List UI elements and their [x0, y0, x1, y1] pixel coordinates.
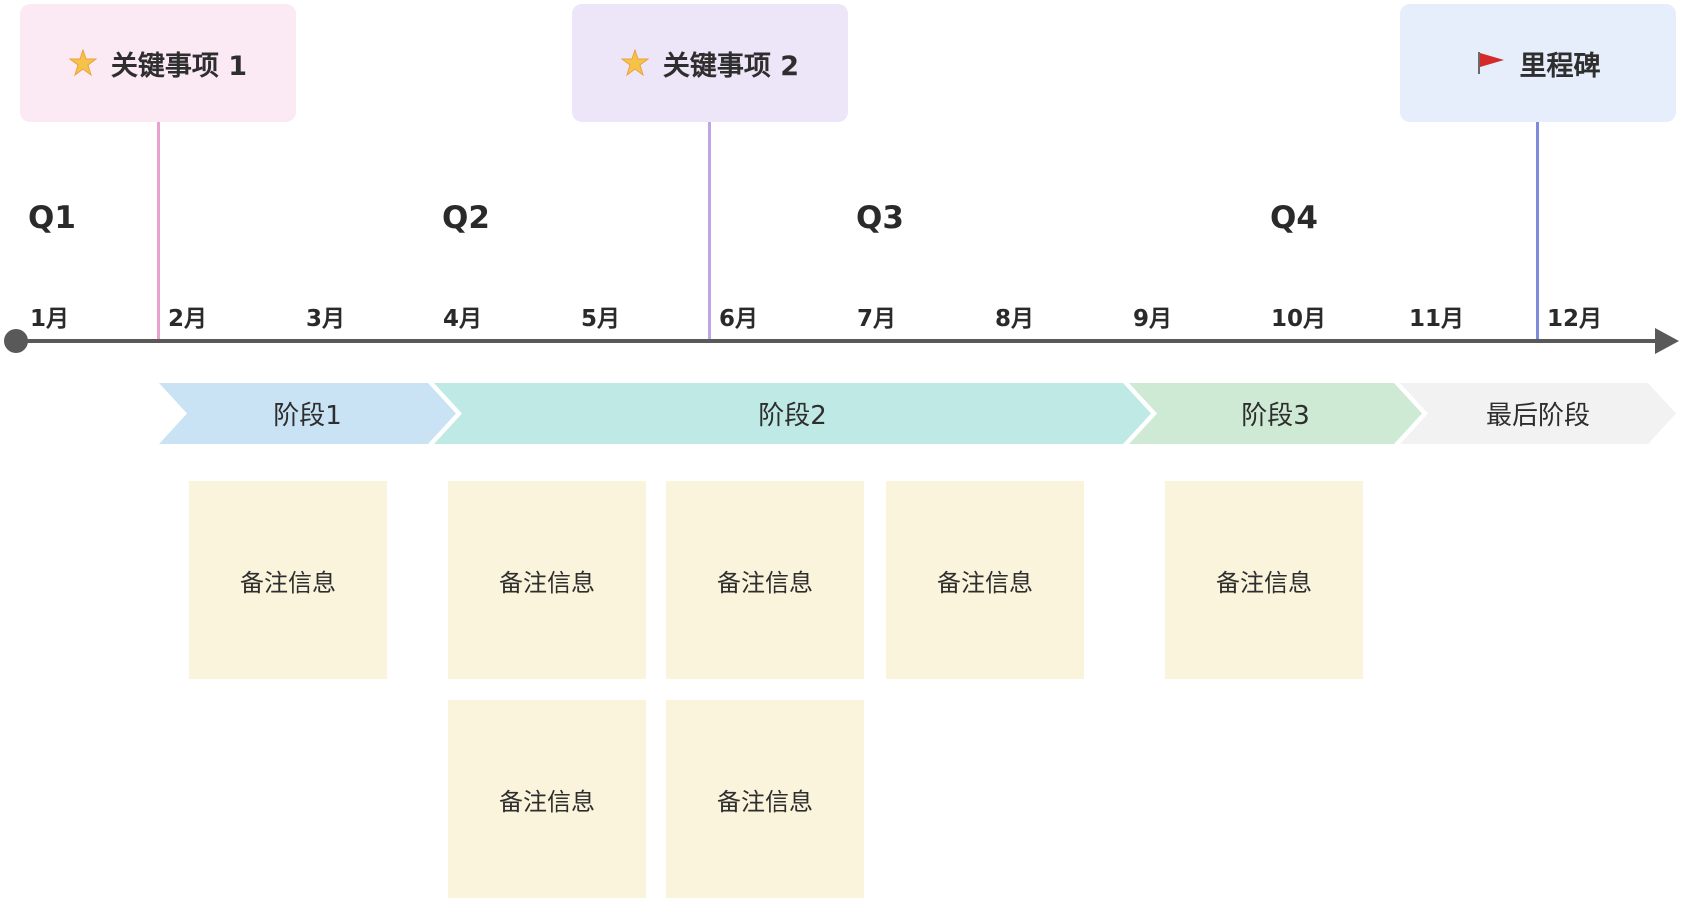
month-label: 4月 — [443, 306, 483, 332]
month-label: 12月 — [1547, 306, 1603, 332]
phase-2-shape — [434, 383, 1151, 444]
month-label: 1月 — [30, 306, 70, 332]
phase-label-4[interactable]: 最后阶段 — [1485, 401, 1590, 431]
month-label: 6月 — [719, 306, 759, 332]
milestone-label: 里程碑 — [1519, 50, 1601, 82]
phase-1-shape — [159, 383, 456, 444]
sticky-note[interactable]: 备注信息 — [666, 481, 864, 679]
timeline-axis — [16, 339, 1656, 343]
sticky-note[interactable]: 备注信息 — [189, 481, 387, 679]
phase-3-shape — [1129, 383, 1422, 444]
milestone-card-2[interactable]: 关键事项 2 — [572, 4, 848, 122]
phase-label-3[interactable]: 阶段3 — [1241, 401, 1310, 431]
sticky-note[interactable]: 备注信息 — [448, 481, 646, 679]
quarter-label-q1: Q1 — [28, 200, 76, 236]
sticky-note[interactable]: 备注信息 — [448, 700, 646, 898]
phase-label-1[interactable]: 阶段1 — [273, 401, 342, 431]
sticky-note[interactable]: 备注信息 — [886, 481, 1084, 679]
milestone-connector-1 — [157, 122, 160, 342]
sparkle-star-icon — [620, 49, 649, 77]
sparkle-star-icon — [68, 49, 97, 77]
month-label: 5月 — [581, 306, 621, 332]
milestone-label: 关键事项 2 — [662, 50, 800, 82]
milestone-connector-2 — [708, 122, 711, 342]
milestone-label: 关键事项 1 — [110, 50, 248, 82]
milestone-connector-3 — [1536, 122, 1539, 342]
month-label: 8月 — [995, 306, 1035, 332]
phase-4-shape — [1400, 383, 1676, 444]
sticky-note[interactable]: 备注信息 — [1165, 481, 1363, 679]
quarter-label-q4: Q4 — [1270, 200, 1318, 236]
timeline-start-dot — [4, 329, 28, 353]
milestone-card-3[interactable]: 里程碑 — [1400, 4, 1676, 122]
month-label: 3月 — [306, 306, 346, 332]
month-label: 9月 — [1133, 306, 1173, 332]
month-label: 2月 — [168, 306, 208, 332]
month-label: 7月 — [857, 306, 897, 332]
timeline-arrowhead — [1655, 328, 1679, 354]
phase-label-2[interactable]: 阶段2 — [758, 401, 827, 431]
phase-chevrons — [159, 383, 1676, 444]
month-label: 11月 — [1409, 306, 1465, 332]
sticky-note[interactable]: 备注信息 — [666, 700, 864, 898]
month-label: 10月 — [1271, 306, 1327, 332]
red-flag-icon — [1476, 50, 1506, 76]
milestone-card-1[interactable]: 关键事项 1 — [20, 4, 296, 122]
quarter-label-q2: Q2 — [442, 200, 490, 236]
quarter-label-q3: Q3 — [856, 200, 904, 236]
